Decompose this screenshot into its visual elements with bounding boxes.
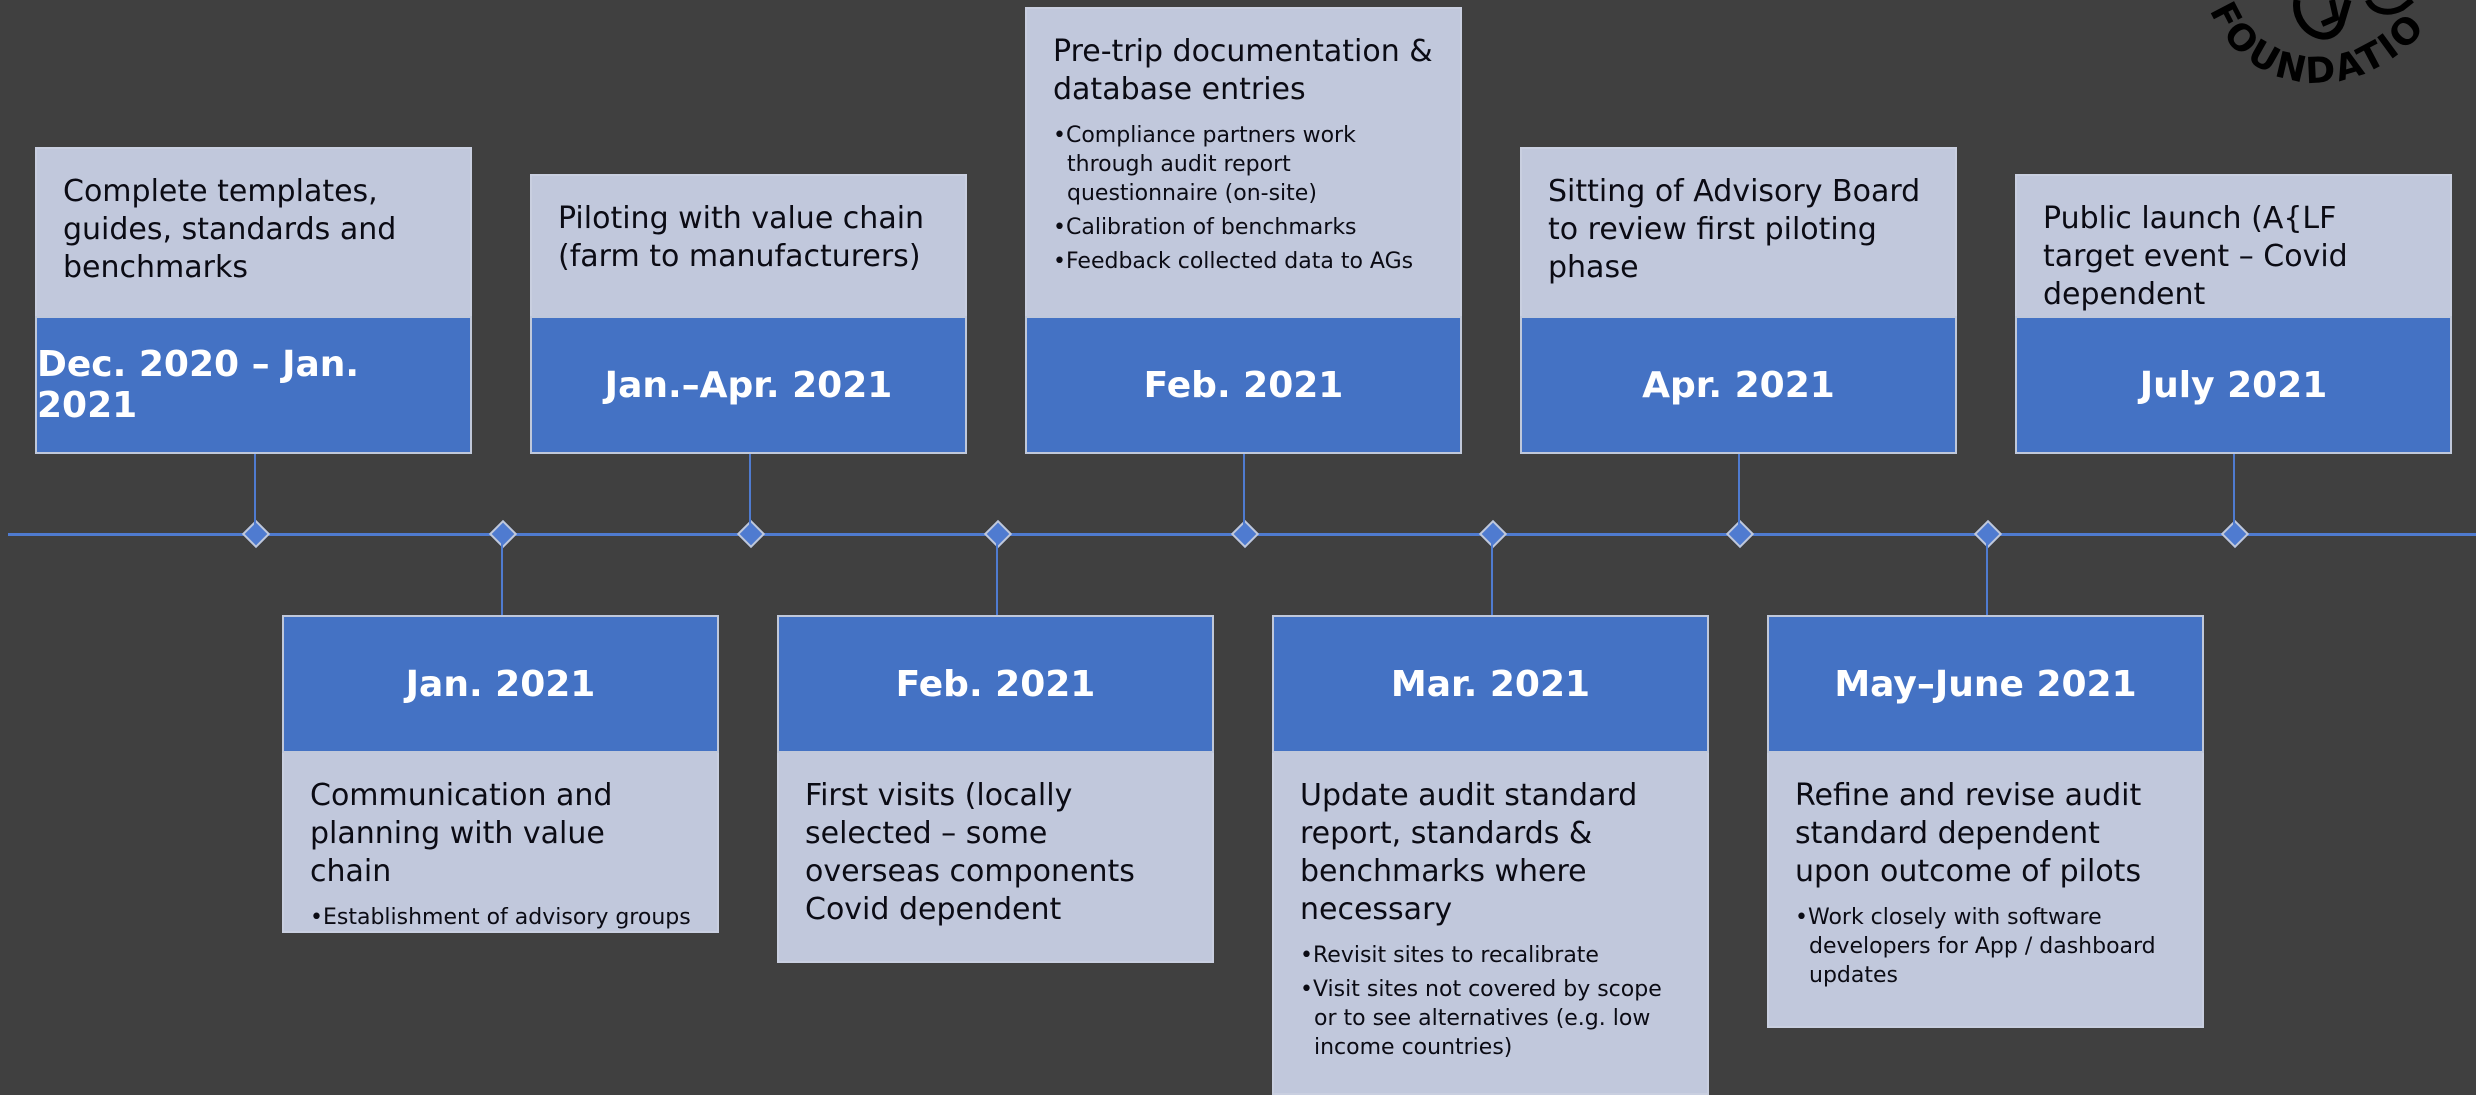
milestone-date: Feb. 2021: [777, 615, 1214, 753]
milestone-date: Mar. 2021: [1272, 615, 1709, 753]
bullet-item: Compliance partners work through audit r…: [1053, 121, 1434, 208]
bullet-list: Revisit sites to recalibrate Visit sites…: [1300, 941, 1681, 1062]
milestone-title: Public launch (A{LF target event – Covid…: [2043, 201, 2348, 312]
bullet-item: Establishment of advisory groups: [310, 903, 691, 932]
milestone-title: Refine and revise audit standard depende…: [1795, 778, 2142, 889]
bullet-item: Feedback collected data to AGs: [1053, 247, 1434, 276]
hand-leaf-logo-icon: FOUNDATION: [2155, 0, 2431, 92]
bullet-item: Revisit sites to recalibrate: [1300, 941, 1681, 970]
bullet-item: Calibration of benchmarks: [1053, 213, 1434, 242]
connector-line: [501, 534, 503, 616]
milestone-date: Dec. 2020 – Jan. 2021: [35, 316, 472, 454]
milestone-marker: [1230, 519, 1260, 549]
milestone-title: Communication and planning with value ch…: [310, 778, 613, 889]
connector-line: [1491, 534, 1493, 616]
milestone-marker: [983, 519, 1013, 549]
milestone-description: Piloting with value chain (farm to manuf…: [530, 174, 967, 316]
milestone-card: Feb. 2021 First visits (locally selected…: [777, 615, 1214, 963]
milestone-date: Apr. 2021: [1520, 316, 1957, 454]
milestone-marker: [241, 519, 271, 549]
bullet-list: Work closely with software developers fo…: [1795, 903, 2176, 990]
milestone-card: Pre-trip documentation & database entrie…: [1025, 7, 1462, 454]
milestone-date: May–June 2021: [1767, 615, 2204, 753]
connector-line: [1986, 534, 1988, 616]
milestone-title: Complete templates, guides, standards an…: [63, 174, 397, 285]
connector-line: [1243, 454, 1245, 534]
milestone-date: Jan. 2021: [282, 615, 719, 753]
milestone-marker: [488, 519, 518, 549]
milestone-card: Public launch (A{LF target event – Covid…: [2015, 174, 2452, 454]
milestone-marker: [2220, 519, 2250, 549]
connector-line: [2233, 454, 2235, 534]
milestone-card: Complete templates, guides, standards an…: [35, 147, 472, 454]
milestone-date: Feb. 2021: [1025, 316, 1462, 454]
milestone-description: Complete templates, guides, standards an…: [35, 147, 472, 316]
connector-line: [1738, 454, 1740, 534]
milestone-date: Jan.–Apr. 2021: [530, 316, 967, 454]
milestone-description: Update audit standard report, standards …: [1272, 753, 1709, 1095]
milestone-description: Communication and planning with value ch…: [282, 753, 719, 933]
milestone-date: July 2021: [2015, 316, 2452, 454]
connector-line: [996, 534, 998, 616]
connector-line: [749, 454, 751, 534]
milestone-marker: [1725, 519, 1755, 549]
milestone-title: Pre-trip documentation & database entrie…: [1053, 34, 1433, 107]
milestone-title: First visits (locally selected – some ov…: [805, 778, 1135, 927]
milestone-description: Public launch (A{LF target event – Covid…: [2015, 174, 2452, 316]
milestone-description: First visits (locally selected – some ov…: [777, 753, 1214, 963]
milestone-title: Piloting with value chain (farm to manuf…: [558, 201, 925, 274]
foundation-logo: FOUNDATION: [2155, 0, 2462, 130]
milestone-card: Jan. 2021 Communication and planning wit…: [282, 615, 719, 933]
milestone-marker: [736, 519, 766, 549]
milestone-marker: [1973, 519, 2003, 549]
milestone-card: Piloting with value chain (farm to manuf…: [530, 174, 967, 454]
milestone-card: Mar. 2021 Update audit standard report, …: [1272, 615, 1709, 1095]
milestone-description: Sitting of Advisory Board to review firs…: [1520, 147, 1957, 316]
bullet-list: Compliance partners work through audit r…: [1053, 121, 1434, 276]
milestone-title: Sitting of Advisory Board to review firs…: [1548, 174, 1921, 285]
milestone-description: Refine and revise audit standard depende…: [1767, 753, 2204, 1028]
bullet-list: Establishment of advisory groups: [310, 903, 691, 932]
milestone-title: Update audit standard report, standards …: [1300, 778, 1638, 927]
connector-line: [254, 454, 256, 534]
milestone-card: Sitting of Advisory Board to review firs…: [1520, 147, 1957, 454]
bullet-item: Work closely with software developers fo…: [1795, 903, 2176, 990]
milestone-description: Pre-trip documentation & database entrie…: [1025, 7, 1462, 316]
bullet-item: Visit sites not covered by scope or to s…: [1300, 975, 1681, 1062]
milestone-marker: [1478, 519, 1508, 549]
milestone-card: May–June 2021 Refine and revise audit st…: [1767, 615, 2204, 1028]
